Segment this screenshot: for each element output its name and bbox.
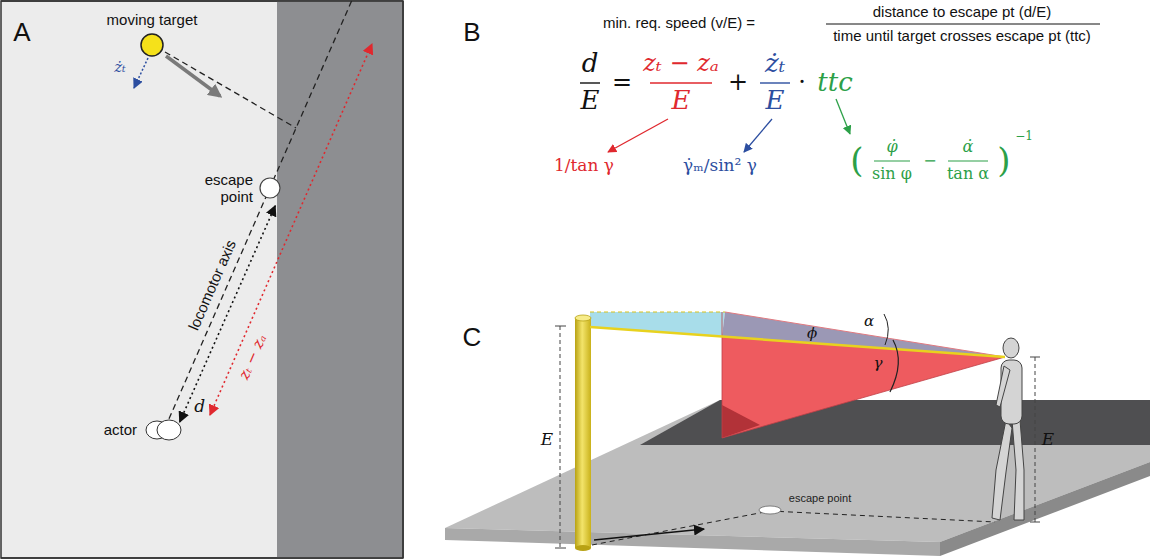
formula-term: E [766,86,785,116]
formula-exponent: −1 [1015,130,1033,144]
formula-bracket: ( [850,141,863,180]
moving-target: moving target [140,33,164,57]
formula-term: tan α [947,165,989,183]
node-label: escape point [191,171,253,206]
panel-letter: B [463,18,480,48]
formula-term: ttc [817,68,852,98]
formula-text: distance to escape pt (d/E) [873,3,1051,20]
node-label: actor [104,421,137,438]
angle-label: α [864,313,874,330]
formula-bracket: ) [997,141,1010,180]
formula-operator: + [728,69,748,97]
formula-operator: = [612,69,632,97]
escape-point: escape point [259,177,281,199]
actor-figure: actor [144,419,182,441]
node-label: moving target [107,11,198,28]
node-shape [140,33,164,57]
formula-term: γ̇ₘ/sin² γ [683,156,757,176]
dimension-label: E [541,430,553,450]
panel-letter: C [463,323,482,353]
node-shape [144,419,182,441]
velocity-label: żₜ [114,59,126,76]
panel-letter: A [13,18,30,48]
formula-term: α̇ [963,138,974,156]
formula-text: min. req. speed (v/E) = [603,14,755,31]
formula-term: d [582,49,599,79]
formula-term: E [672,86,691,116]
dimension-label: E [1042,430,1054,450]
escape-point-label: escape point [789,492,851,505]
formula-operator: · [798,69,806,97]
node-shape [259,177,281,199]
angle-label: ϕ [807,325,817,342]
formula-operator: − [923,152,936,170]
formula-term: φ̇ [886,138,897,156]
formula-term: 1/tan γ [554,156,614,176]
formula-term: zₜ − zₐ [643,50,719,78]
edge-label: d [193,397,206,417]
angle-label: γ [874,355,883,372]
formula-term: sin φ [872,165,912,183]
distance-arrow [180,206,276,422]
formula-text: time until target crosses escape pt (ttc… [833,27,1091,44]
formula-term: E [581,86,600,116]
formula-term: żₜ [765,49,785,79]
